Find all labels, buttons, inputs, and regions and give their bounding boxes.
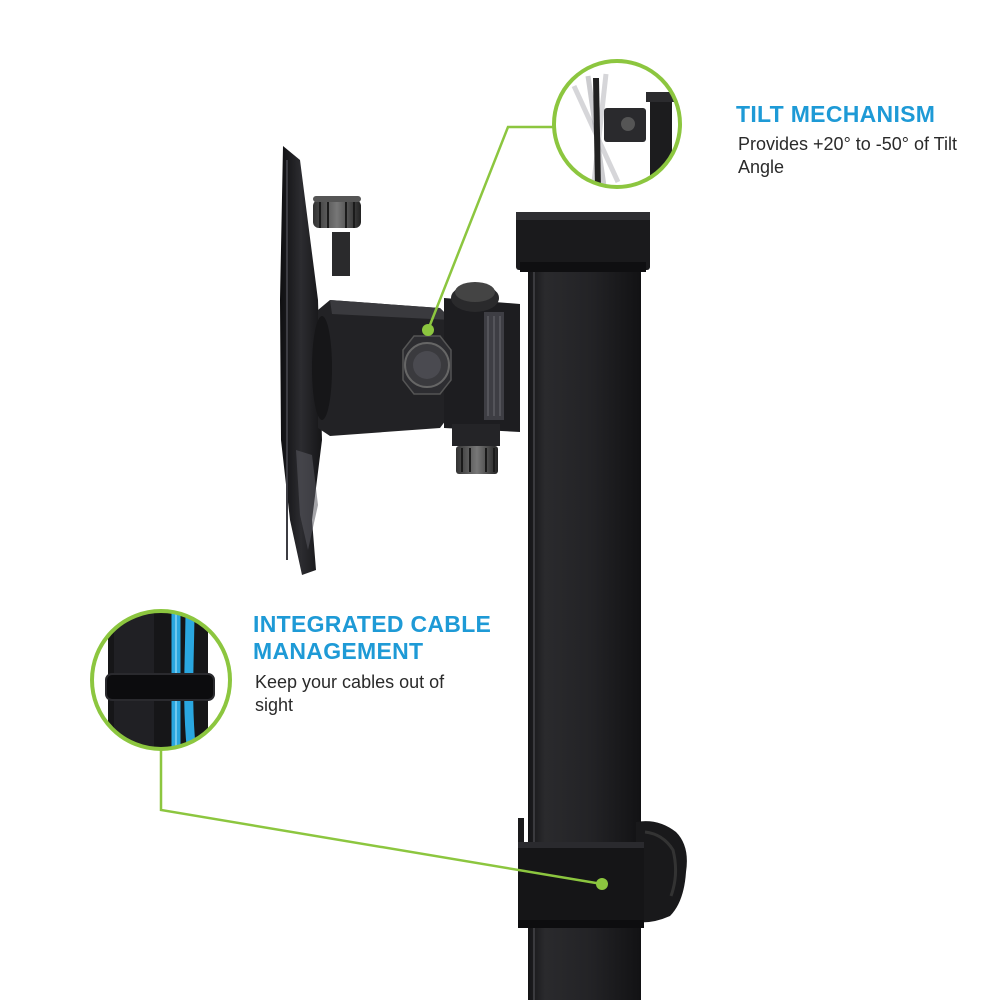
cable-management-title: INTEGRATED CABLE MANAGEMENT [253, 611, 492, 664]
tilt-mechanism-description: Provides +20° to -50° of Tilt Angle [738, 134, 958, 177]
tilt-bracket [312, 282, 520, 474]
callout-connectors [159, 125, 608, 890]
tilt-callout-dot [422, 324, 434, 336]
cable-management-description: Keep your cables out of sight [255, 672, 445, 715]
tilt-inset-circle [552, 59, 682, 189]
vesa-plate [280, 146, 361, 575]
cable-callout-dot [596, 878, 608, 890]
cable-clip [518, 818, 687, 928]
cable-inset-circle [90, 609, 232, 751]
tilt-mechanism-title: TILT MECHANISM [736, 101, 936, 127]
